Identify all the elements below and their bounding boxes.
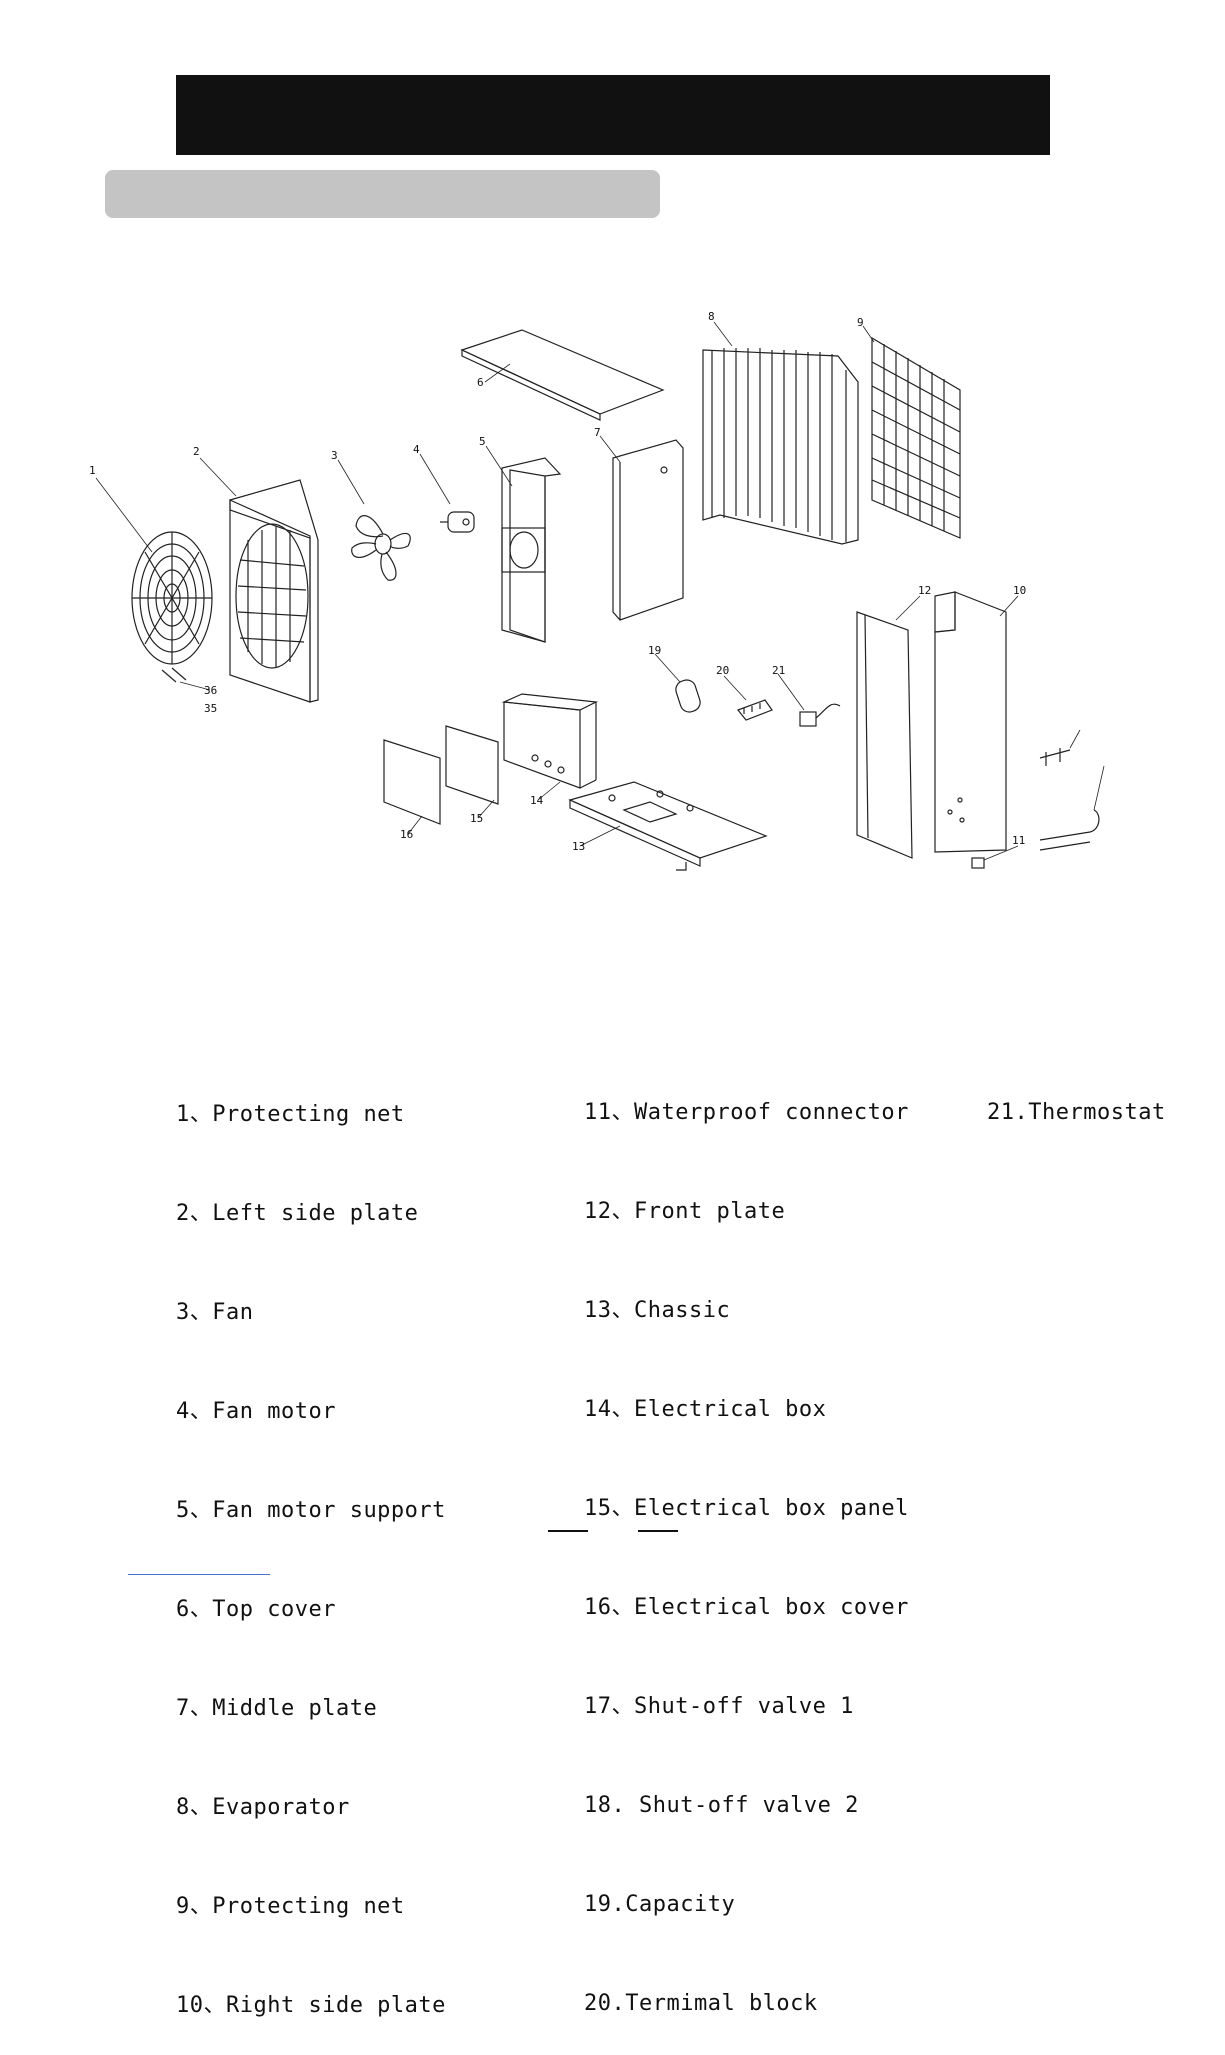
callout-10: 10 bbox=[1013, 584, 1026, 597]
callout-7: 7 bbox=[594, 426, 601, 439]
fan-motor-part bbox=[440, 511, 475, 533]
parts-list-item: 10、Right side plate bbox=[176, 1993, 446, 2018]
electrical-box-panel-part bbox=[445, 725, 499, 805]
shut-off-valves-part bbox=[1039, 729, 1105, 851]
left-side-plate-part bbox=[229, 479, 319, 703]
electrical-box-cover-part bbox=[383, 739, 441, 825]
callout-14: 14 bbox=[530, 794, 544, 807]
page-number-line-left bbox=[548, 1530, 588, 1532]
parts-list-item: 9、Protecting net bbox=[176, 1894, 405, 1919]
capacitor-part bbox=[675, 679, 701, 713]
parts-list-column-3: 21.Thermostat bbox=[987, 1030, 1166, 1162]
parts-list-item: 11、Waterproof connector bbox=[584, 1100, 909, 1125]
callout-19: 19 bbox=[648, 644, 661, 657]
callout-4: 4 bbox=[413, 443, 420, 456]
front-plate-part bbox=[856, 611, 913, 859]
parts-list-item: 7、Middle plate bbox=[176, 1696, 378, 1721]
callout-35: 35 bbox=[204, 702, 217, 715]
callout-15: 15 bbox=[470, 812, 483, 825]
fan-part bbox=[351, 515, 411, 581]
parts-list-item: 20.Termimal block bbox=[584, 1991, 818, 2016]
middle-plate-part bbox=[612, 439, 684, 621]
callout-36: 36 bbox=[204, 684, 217, 697]
waterproof-connector-part bbox=[971, 857, 985, 869]
parts-list-item: 6、Top cover bbox=[176, 1597, 336, 1622]
parts-list-item: 18. Shut-off valve 2 bbox=[584, 1793, 859, 1818]
thermostat-part bbox=[799, 703, 841, 727]
callout-11: 11 bbox=[1012, 834, 1025, 847]
callout-1: 1 bbox=[89, 464, 96, 477]
electrical-box-part bbox=[501, 693, 599, 789]
callout-3: 3 bbox=[331, 449, 338, 462]
parts-list-item: 2、Left side plate bbox=[176, 1201, 419, 1226]
parts-list-item: 14、Electrical box bbox=[584, 1397, 827, 1422]
callout-2: 2 bbox=[193, 445, 200, 458]
parts-list-item: 21.Thermostat bbox=[987, 1100, 1166, 1125]
parts-list-item: 16、Electrical box cover bbox=[584, 1595, 909, 1620]
callout-13: 13 bbox=[572, 840, 585, 853]
callout-9: 9 bbox=[857, 316, 864, 329]
parts-list-item: 8、Evaporator bbox=[176, 1795, 350, 1820]
page-number-line-right bbox=[638, 1530, 678, 1532]
parts-list-item: 4、Fan motor bbox=[176, 1399, 336, 1424]
protecting-net-grid-part bbox=[871, 336, 961, 539]
header-bar bbox=[176, 75, 1050, 155]
top-cover-part bbox=[460, 329, 665, 421]
callout-5: 5 bbox=[479, 435, 486, 448]
evaporator-part bbox=[702, 348, 859, 545]
parts-list-item: 19.Capacity bbox=[584, 1892, 736, 1917]
callout-6: 6 bbox=[477, 376, 484, 389]
callout-8: 8 bbox=[708, 310, 715, 323]
parts-list-item: 15、Electrical box panel bbox=[584, 1496, 909, 1521]
parts-list-item: 17、Shut-off valve 1 bbox=[584, 1694, 854, 1719]
callout-21: 21 bbox=[772, 664, 785, 677]
exploded-view-diagram: 1 36 35 2 3 4 5 6 bbox=[89, 310, 1105, 871]
callout-20: 20 bbox=[716, 664, 729, 677]
parts-list-item: 12、Front plate bbox=[584, 1199, 786, 1224]
parts-list-item: 3、Fan bbox=[176, 1300, 254, 1325]
callout-12: 12 bbox=[918, 584, 931, 597]
section-bar bbox=[105, 170, 660, 218]
parts-list-item: 13、Chassic bbox=[584, 1298, 731, 1323]
protecting-net-part bbox=[131, 531, 213, 683]
parts-list-item: 1、Protecting net bbox=[176, 1102, 405, 1127]
parts-list-column-1: 1、Protecting net 2、Left side plate 3、Fan… bbox=[176, 1032, 446, 2055]
chassis-part bbox=[568, 781, 768, 871]
terminal-block-part bbox=[737, 699, 773, 721]
callout-16: 16 bbox=[400, 828, 413, 841]
bottom-rule bbox=[128, 1574, 270, 1575]
parts-list-column-2: 11、Waterproof connector 12、Front plate 1… bbox=[584, 1030, 909, 2053]
right-side-plate-part bbox=[934, 591, 1007, 853]
fan-motor-support-part bbox=[501, 457, 562, 643]
parts-list-item: 5、Fan motor support bbox=[176, 1498, 446, 1523]
